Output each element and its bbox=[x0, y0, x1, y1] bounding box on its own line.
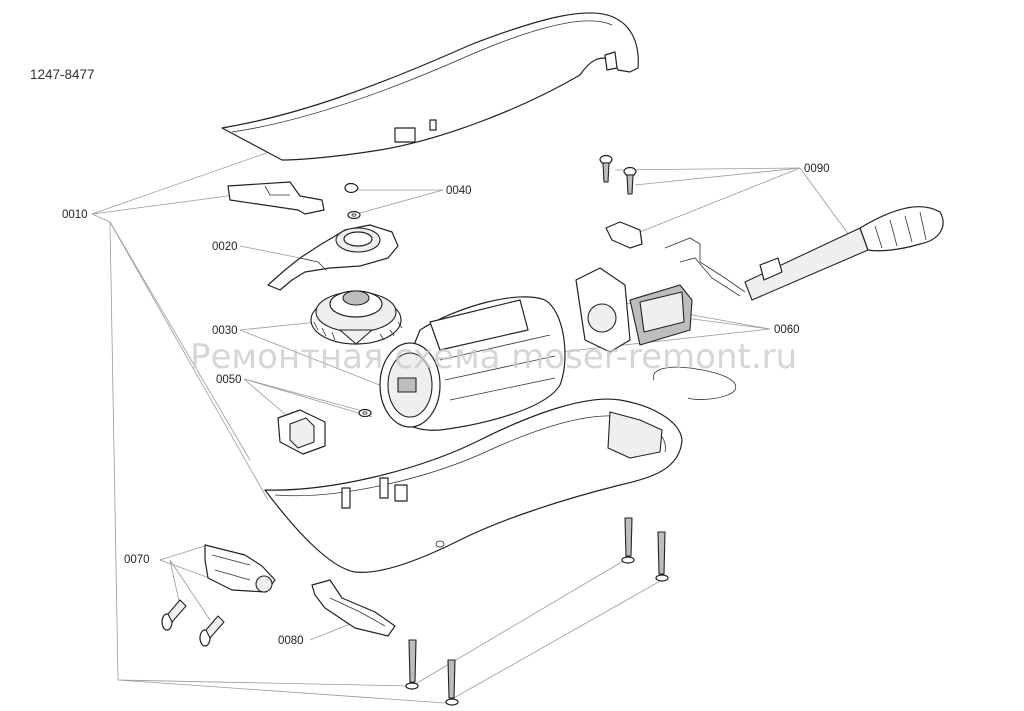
cable-clamp bbox=[605, 221, 643, 249]
document-code: 1247-8477 bbox=[30, 67, 95, 82]
label-0030: 0030 bbox=[212, 325, 238, 337]
housing-screw-c bbox=[405, 639, 419, 690]
screw-0070-a bbox=[161, 599, 187, 631]
top-cover-part bbox=[221, 12, 639, 161]
label-0040: 0040 bbox=[446, 185, 472, 197]
label-0070: 0070 bbox=[124, 554, 150, 566]
bottom-housing-part bbox=[264, 398, 683, 573]
blade-guard-0080 bbox=[311, 579, 396, 637]
label-0010: 0010 bbox=[62, 209, 88, 221]
label-0020: 0020 bbox=[212, 241, 238, 253]
cable-assembly-0090 bbox=[599, 154, 944, 301]
switch-assembly-0060 bbox=[575, 267, 737, 400]
motor-part bbox=[379, 296, 566, 431]
label-0090: 0090 bbox=[804, 163, 830, 175]
leader-lines bbox=[91, 149, 861, 704]
housing-screw-d bbox=[445, 659, 459, 706]
spacer-0050 bbox=[277, 408, 372, 455]
housing-screw-a bbox=[621, 517, 635, 564]
screw-0090-b bbox=[623, 166, 637, 195]
housing-screws bbox=[405, 517, 669, 706]
clip-assembly-0070 bbox=[161, 544, 276, 647]
lever-0020 bbox=[267, 224, 399, 291]
label-0080: 0080 bbox=[278, 635, 304, 647]
label-0050: 0050 bbox=[216, 374, 242, 386]
blade-holder-plate bbox=[227, 181, 325, 215]
label-0060: 0060 bbox=[774, 324, 800, 336]
screw-0070-b bbox=[199, 615, 225, 647]
watermark: Ремонтная схема moser-remont.ru bbox=[190, 337, 797, 377]
gear-0030 bbox=[310, 290, 403, 345]
housing-screw-b bbox=[655, 531, 669, 582]
clip-0040 bbox=[344, 182, 361, 220]
screw-0090-a bbox=[599, 154, 613, 183]
